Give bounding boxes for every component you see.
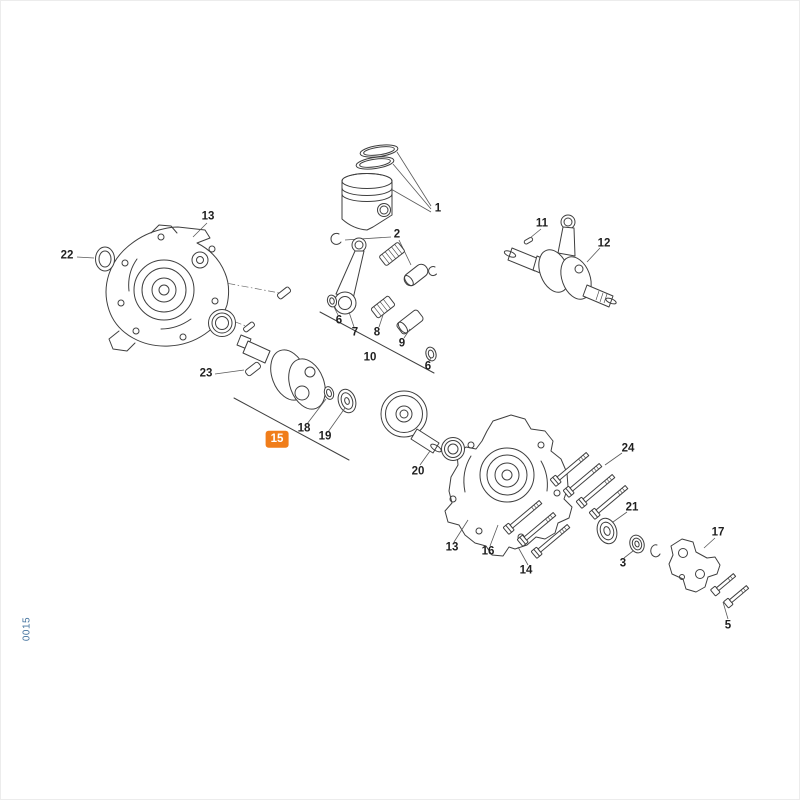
connecting-rod-drawing bbox=[333, 237, 367, 315]
callout-6-b[interactable]: 6 bbox=[424, 360, 432, 373]
callout-1[interactable]: 1 bbox=[434, 202, 442, 215]
crankcase-right-drawing bbox=[444, 414, 573, 557]
woodruff-key-drawing bbox=[523, 237, 534, 245]
bracket-bolts-drawing bbox=[709, 571, 751, 620]
group-bracket-line bbox=[233, 397, 350, 461]
small-end-bearing-drawing bbox=[379, 242, 405, 266]
callout-24[interactable]: 24 bbox=[621, 442, 635, 455]
case-bolts-24-drawing bbox=[549, 450, 630, 520]
case-bolts-14-drawing bbox=[502, 498, 572, 566]
callout-21[interactable]: 21 bbox=[625, 501, 639, 514]
callout-12[interactable]: 12 bbox=[597, 237, 611, 250]
callout-6-a[interactable]: 6 bbox=[335, 314, 343, 327]
piston-pin-drawing bbox=[330, 232, 437, 287]
callout-14[interactable]: 14 bbox=[519, 564, 533, 577]
bracket-drawing bbox=[668, 537, 721, 593]
callout-11[interactable]: 11 bbox=[535, 217, 549, 230]
big-end-bearing-drawing bbox=[370, 295, 396, 319]
callout-17[interactable]: 17 bbox=[711, 526, 725, 539]
plate-code: 0015 bbox=[21, 616, 33, 642]
seal-and-bearing-drawing bbox=[596, 511, 661, 559]
callout-8[interactable]: 8 bbox=[373, 326, 381, 339]
main-bearing-drawing bbox=[208, 309, 236, 337]
callout-16[interactable]: 16 bbox=[481, 545, 495, 558]
crank-webs-drawing bbox=[233, 334, 357, 461]
oil-seal-drawing bbox=[596, 517, 618, 545]
drive-plate-drawing bbox=[337, 388, 357, 414]
washer-drawing bbox=[323, 386, 335, 400]
callout-19[interactable]: 19 bbox=[318, 430, 332, 443]
primary-gear-drawing bbox=[380, 390, 465, 466]
callout-3[interactable]: 3 bbox=[619, 557, 627, 570]
group-bracket-line bbox=[319, 311, 435, 374]
crankcase-left-drawing bbox=[76, 222, 292, 377]
callout-15[interactable]: 15 bbox=[265, 430, 289, 448]
small-bearing-drawing bbox=[629, 534, 645, 554]
thrust-washer-drawing bbox=[425, 346, 437, 362]
circlip-drawing bbox=[650, 544, 661, 558]
callout-23[interactable]: 23 bbox=[199, 367, 213, 380]
piston-ring-drawing bbox=[359, 144, 399, 158]
callout-20[interactable]: 20 bbox=[411, 465, 425, 478]
connecting-rod-group-drawing bbox=[319, 237, 437, 374]
thrust-washer-drawing bbox=[326, 294, 338, 308]
oil-seal-drawing bbox=[95, 246, 115, 272]
callout-5[interactable]: 5 bbox=[724, 619, 732, 632]
callout-7[interactable]: 7 bbox=[351, 326, 359, 339]
ball-bearing-drawing bbox=[441, 437, 465, 461]
callout-9[interactable]: 9 bbox=[398, 337, 406, 350]
callout-10[interactable]: 10 bbox=[363, 351, 377, 364]
piston-assembly-drawing bbox=[330, 144, 437, 287]
piston-ring-drawing bbox=[355, 156, 395, 170]
callout-22[interactable]: 22 bbox=[60, 249, 74, 262]
callout-2[interactable]: 2 bbox=[393, 228, 401, 241]
callout-13-lower[interactable]: 13 bbox=[445, 541, 459, 554]
crankshaft-drawing bbox=[503, 214, 617, 308]
dowel-pins-drawing bbox=[243, 286, 292, 377]
callout-13-upper[interactable]: 13 bbox=[201, 210, 215, 223]
callout-18[interactable]: 18 bbox=[297, 422, 311, 435]
crank-pin-drawing bbox=[396, 309, 424, 335]
